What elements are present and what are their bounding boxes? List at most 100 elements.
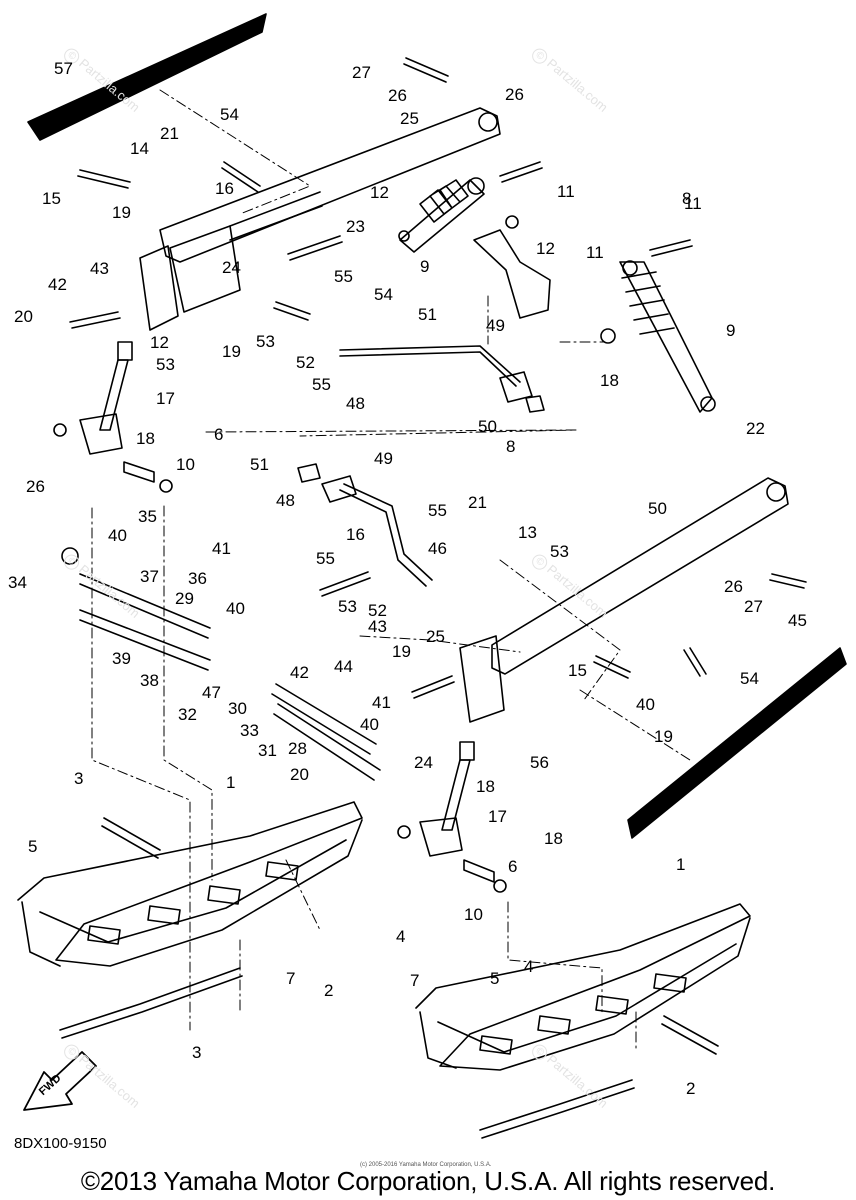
bolt-4-right [661,1015,719,1055]
part-label: 15 [42,189,61,208]
part-label: 26 [388,86,407,105]
part-label: 43 [90,259,109,278]
part-label: 26 [724,577,743,596]
part-label: 53 [256,332,275,351]
steering-arm-lower [491,477,789,675]
part-label: 23 [346,217,365,236]
wear-bar-right [479,1079,635,1139]
part-label: 46 [428,539,447,558]
part-label: 41 [372,693,391,712]
bolt-54-mid [273,301,311,321]
part-label: 11 [684,194,702,213]
ski-left [17,801,363,967]
part-label: 47 [202,683,221,702]
part-label: 31 [258,741,277,760]
part-label: 6 [214,425,224,444]
decal-57 [27,13,267,141]
part-label: 19 [654,727,673,746]
bolt-46 [319,571,371,597]
part-label: 21 [468,493,487,512]
part-label: 51 [418,305,437,324]
part-label: 42 [290,663,309,682]
part-label: 9 [420,257,430,276]
part-label: 50 [648,499,667,518]
part-label: 9 [726,321,736,340]
fine-print: (c) 2005-2016 Yamaha Motor Corporation, … [360,1162,492,1168]
part-label: 17 [156,389,175,408]
bolt-27-top [403,57,449,83]
part-label: 25 [400,109,419,128]
part-label: 53 [156,355,175,374]
bracket-9 [473,229,551,319]
part-label: 55 [312,375,331,394]
part-label: 16 [346,525,365,544]
part-label: 13 [518,523,537,542]
part-label: 27 [352,63,371,82]
part-label: 18 [136,429,155,448]
bolt-11-right [499,161,543,183]
part-label: 40 [360,715,379,734]
rod-37 [79,609,211,671]
part-label: 2 [686,1079,696,1098]
part-label: 39 [112,649,131,668]
part-label: 18 [544,829,563,848]
part-label: 55 [334,267,353,286]
part-label: 4 [524,957,534,976]
part-label: 40 [108,526,127,545]
part-label: 40 [636,695,655,714]
bolt-42-left [69,311,121,329]
part-label: 12 [150,333,169,352]
part-label: 27 [744,597,763,616]
part-label: 4 [396,927,406,946]
part-label: 42 [48,275,67,294]
part-label: 18 [476,777,495,796]
part-label: 20 [14,307,33,326]
part-label: 48 [346,394,365,413]
tie-rod-upper [339,345,521,387]
part-label: 8 [682,189,692,208]
part-label: 2 [324,981,334,1000]
bolt-27-right [769,573,807,589]
part-label: 22 [746,419,765,438]
part-label: 32 [178,705,197,724]
steering-arm-upper [159,107,501,263]
part-label: 56 [530,753,549,772]
part-label: 28 [288,739,307,758]
part-label: 19 [222,342,241,361]
rod-28 [271,683,377,755]
part-label: 11 [586,243,604,262]
part-label: 17 [488,807,507,826]
clip-50-lower [297,463,321,483]
part-label: 12 [536,239,555,258]
part-label: 10 [176,455,195,474]
decal-56 [627,647,847,839]
part-label: 57 [54,59,73,78]
ski-right [415,903,751,1071]
part-label: 20 [290,765,309,784]
part-label: 6 [508,857,518,876]
part-label: 54 [220,105,239,124]
part-label: 24 [414,753,433,772]
part-label: 53 [550,542,569,561]
part-label: 34 [8,573,27,592]
part-label: 24 [222,258,241,277]
part-label: 35 [138,507,157,526]
part-label: 12 [370,183,389,202]
part-label: 48 [276,491,295,510]
part-label: 7 [286,969,296,988]
bolt-11-upper [287,235,343,261]
part-label: 36 [188,569,207,588]
part-label: 37 [140,567,159,586]
part-label: 52 [296,353,315,372]
part-label: 49 [486,316,505,335]
bolt-15-left [77,169,131,189]
part-label: 30 [228,699,247,718]
spindle-right [397,741,507,893]
part-label: 10 [464,905,483,924]
part-label: 50 [478,417,497,436]
copyright-notice: ©2013 Yamaha Motor Corporation, U.S.A. A… [80,1166,776,1196]
part-label: 53 [338,597,357,616]
tie-rod-lower [339,483,433,587]
bolt-54-right [593,655,631,679]
